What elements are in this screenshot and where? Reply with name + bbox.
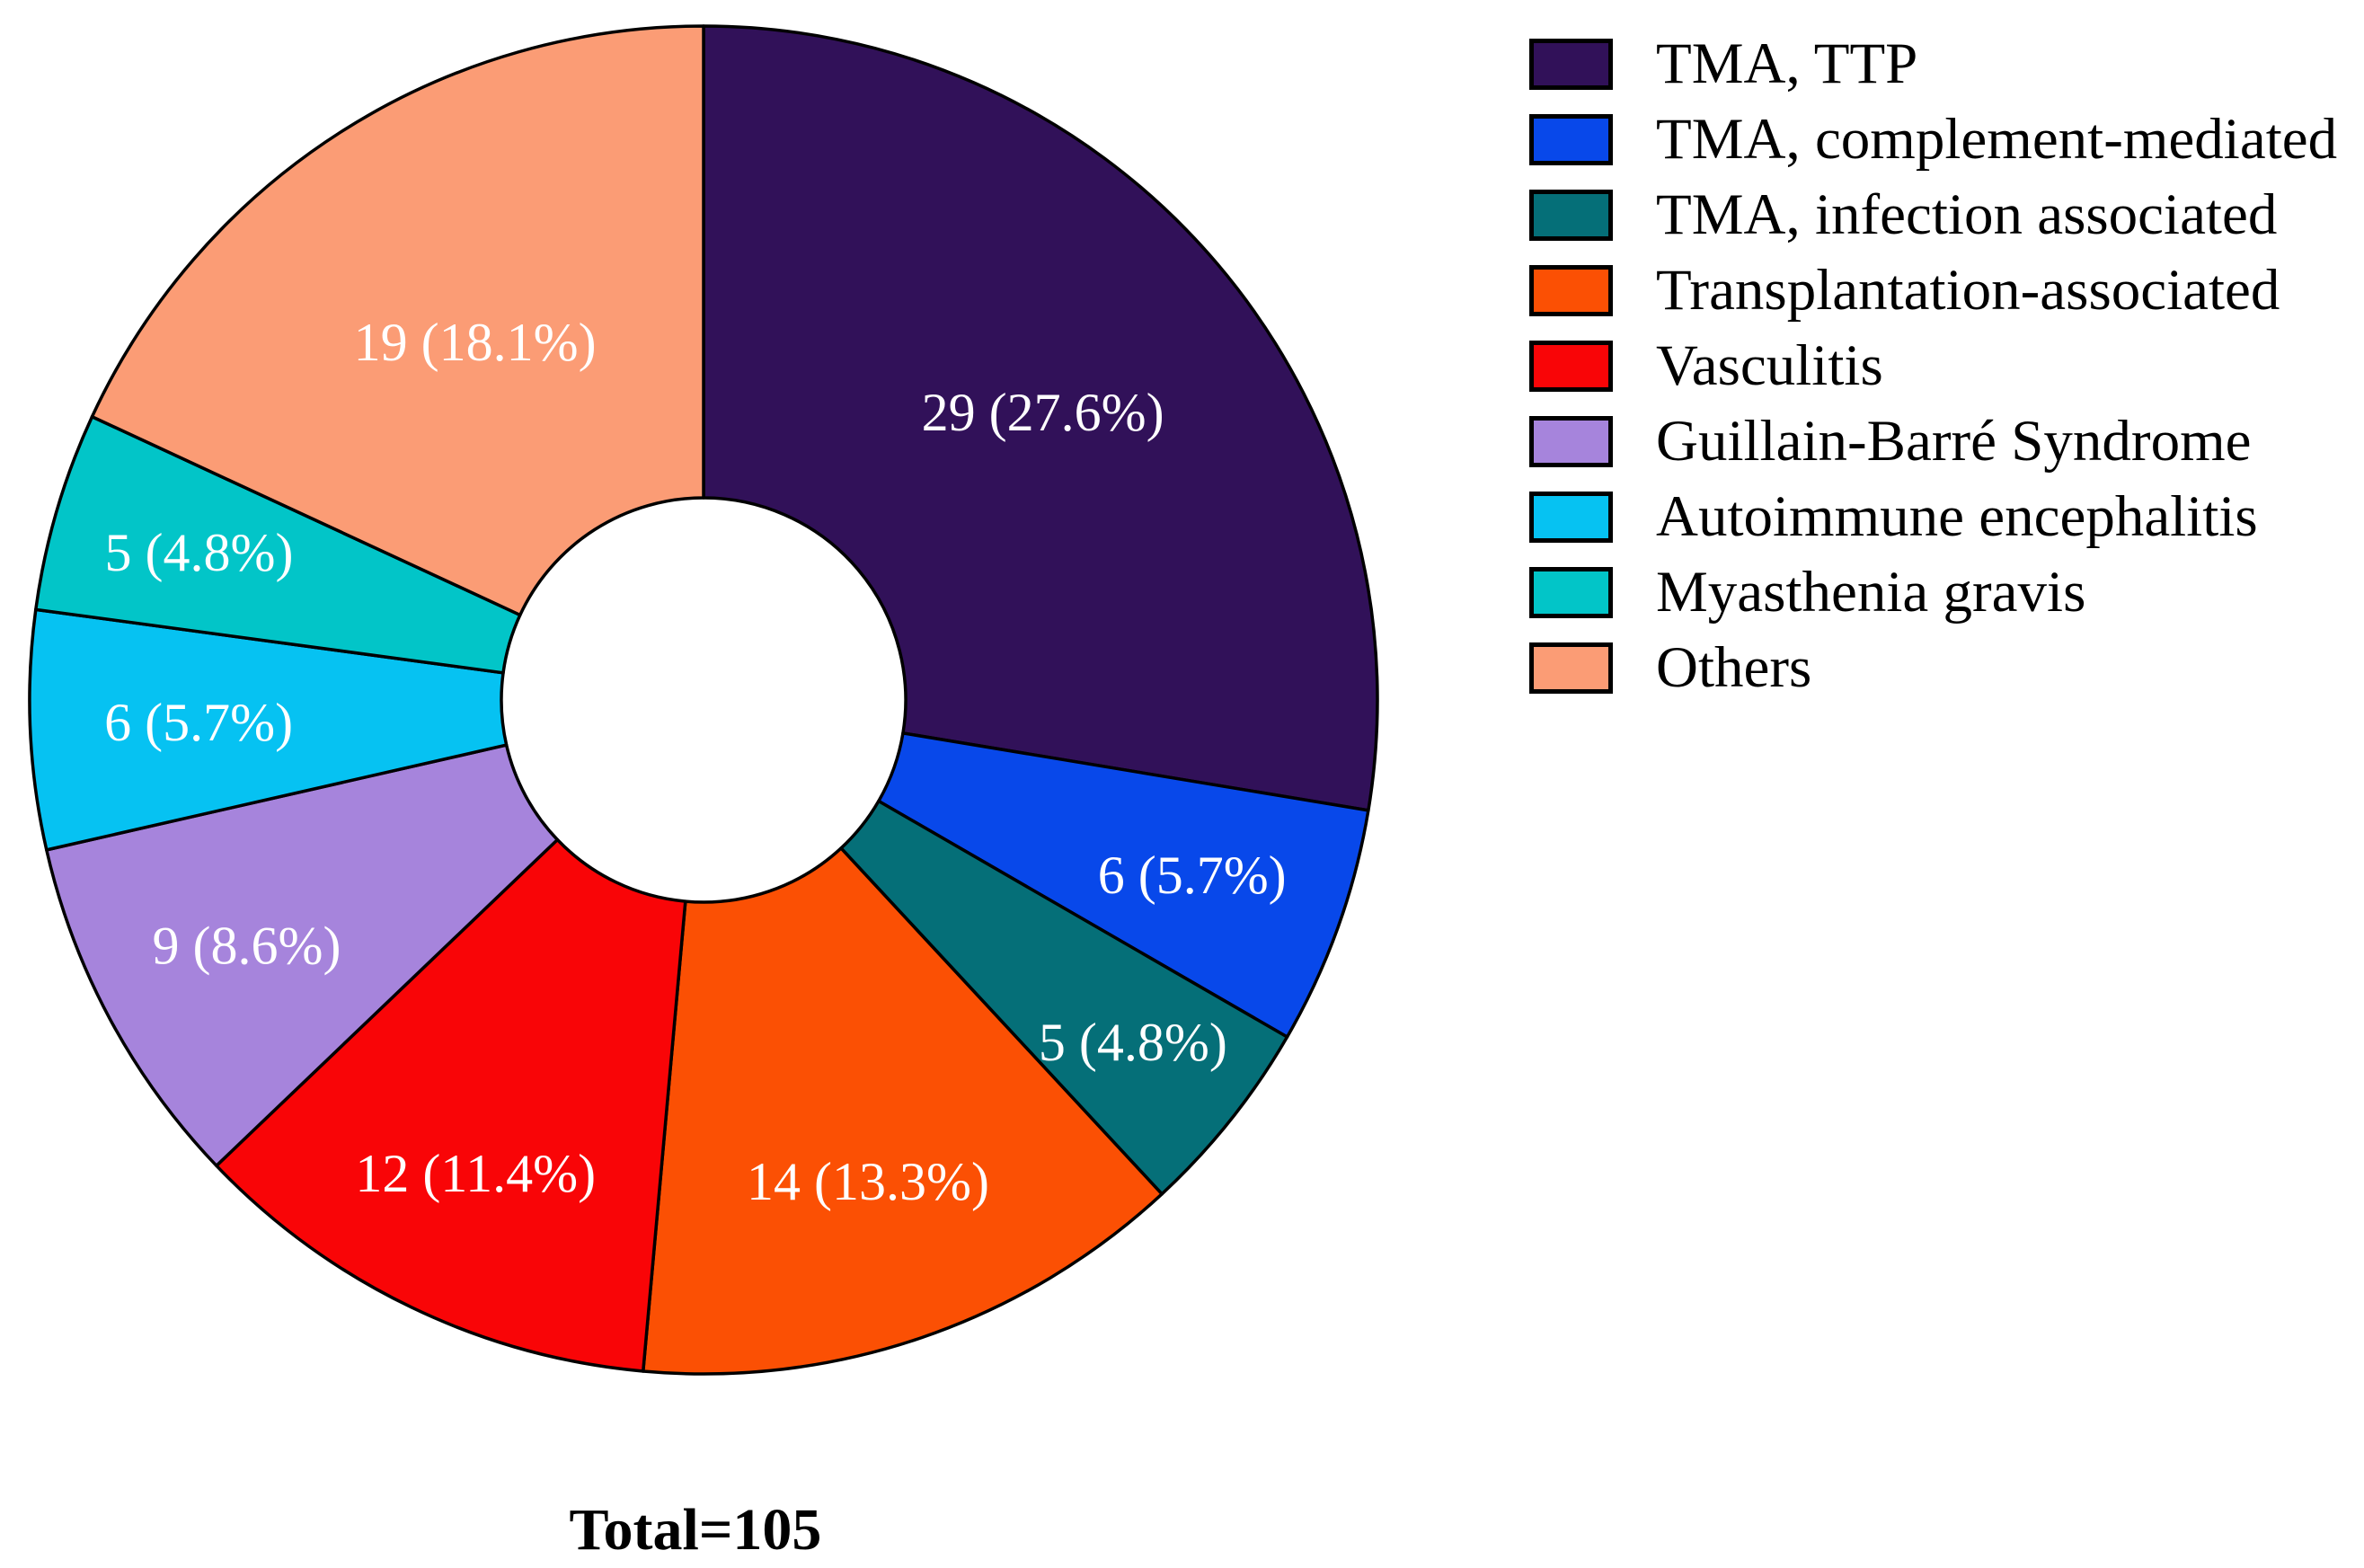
pie-slice-6 (45, 743, 560, 1168)
legend-swatch-4 (1529, 265, 1613, 316)
legend-label-7: Autoimmune encephalitis (1656, 484, 2258, 549)
legend-label-1: TMA, TTP (1656, 31, 1918, 96)
legend-swatch-5 (1529, 341, 1613, 392)
pie-slice-label-2: 6 (5.7%) (1098, 846, 1287, 905)
legend-label-6: Guillain-Barré Syndrome (1656, 409, 2252, 474)
pie-slice-1 (702, 24, 1379, 812)
legend-swatch-7 (1529, 492, 1613, 543)
pie-slice-label-6: 9 (8.6%) (153, 917, 341, 976)
pie-slices (28, 24, 1379, 1376)
legend-row-3: TMA, infection associated (1529, 186, 2337, 244)
legend-label-2: TMA, complement-mediated (1656, 107, 2338, 172)
legend-label-9: Others (1656, 635, 1812, 700)
pie-slice-5 (215, 837, 687, 1373)
legend-swatch-2 (1529, 114, 1613, 165)
legend-swatch-8 (1529, 567, 1613, 618)
legend-swatch-6 (1529, 416, 1613, 467)
pie-slice-2 (877, 731, 1370, 1039)
legend-row-5: Vasculitis (1529, 337, 2337, 395)
pie-slice-label-7: 6 (5.7%) (104, 693, 293, 752)
pie-slice-label-8: 5 (4.8%) (105, 523, 294, 582)
pie-slice-9 (90, 24, 705, 617)
legend-row-2: TMA, complement-mediated (1529, 111, 2337, 169)
pie-slice-label-3: 5 (4.8%) (1039, 1013, 1227, 1072)
pie-slice-label-5: 12 (11.4%) (355, 1144, 596, 1203)
legend-swatch-3 (1529, 190, 1613, 241)
legend-row-7: Autoimmune encephalitis (1529, 488, 2337, 546)
pie-slice-7 (28, 607, 509, 852)
legend-label-3: TMA, infection associated (1656, 182, 2278, 247)
pie-slice-label-1: 29 (27.6%) (922, 383, 1164, 442)
pie-slice-4 (642, 846, 1164, 1376)
legend-row-4: Transplantation-associated (1529, 261, 2337, 320)
legend-label-8: Myasthenia gravis (1656, 560, 2086, 625)
legend-row-6: Guillain-Barré Syndrome (1529, 412, 2337, 471)
legend-label-4: Transplantation-associated (1656, 258, 2280, 323)
legend-swatch-1 (1529, 39, 1613, 90)
legend-row-9: Others (1529, 635, 2337, 700)
legend-row-8: Myasthenia gravis (1529, 563, 2337, 622)
legend-swatch-9 (1529, 642, 1613, 694)
pie-slice-label-9: 19 (18.1%) (354, 313, 597, 372)
total-label: Total=105 (569, 1497, 822, 1563)
legend-label-5: Vasculitis (1656, 333, 1883, 398)
pie-slice-labels: 29 (27.6%) 6 (5.7%) 5 (4.8%) 14 (13.3%) 12 (… (104, 313, 1287, 1211)
legend-row-1: TMA, TTP (1529, 35, 2337, 93)
pie-slice-label-4: 14 (13.3%) (747, 1152, 989, 1211)
